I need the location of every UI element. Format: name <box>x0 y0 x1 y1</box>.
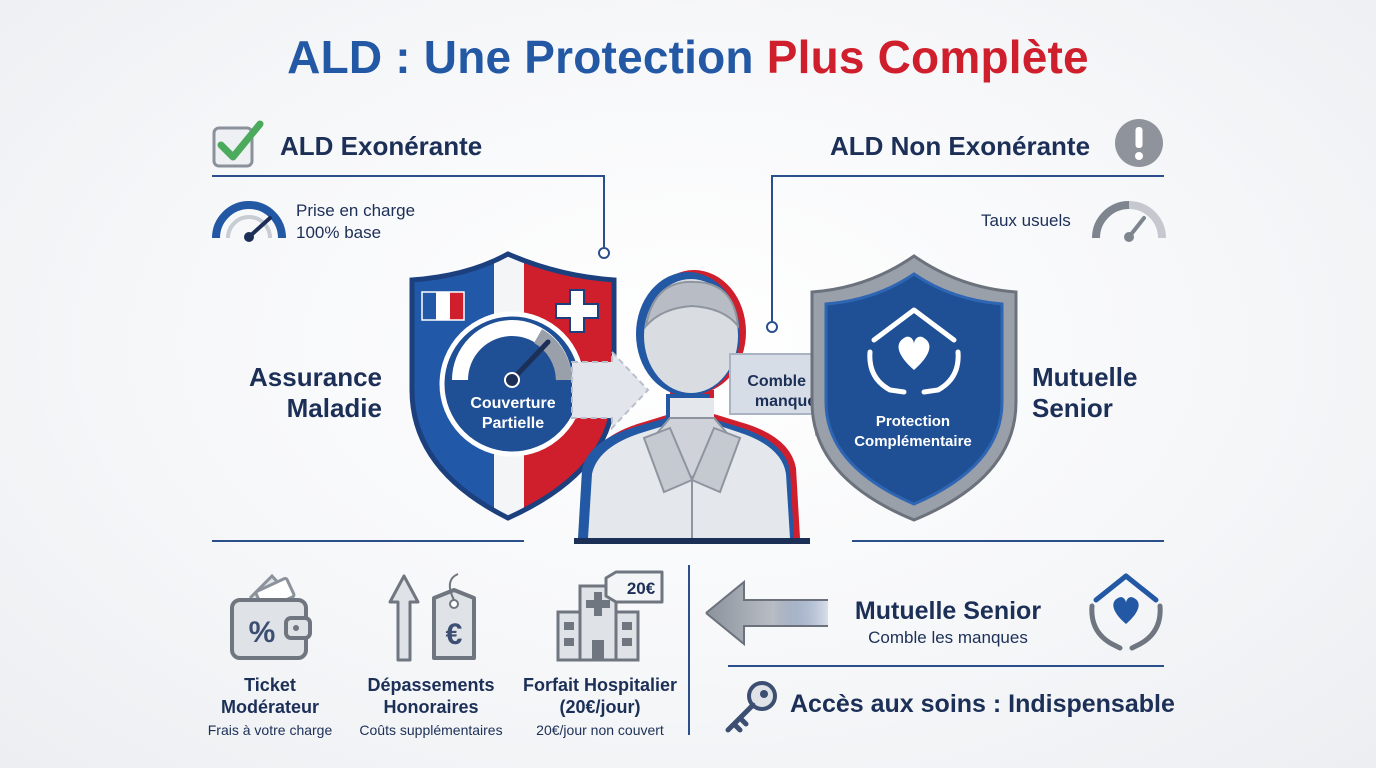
right-connector <box>766 175 778 333</box>
left-connector <box>598 175 610 259</box>
cost-3-sub: 20€/jour non couvert <box>536 722 664 738</box>
hands-heart-icon <box>1089 573 1163 651</box>
cost-1-sub: Frais à votre charge <box>207 722 333 738</box>
price-tag-euro-icon: € <box>388 573 476 662</box>
title-part-red: Plus Complète <box>766 31 1089 83</box>
mutuelle-senior-line2: Senior <box>1032 393 1113 423</box>
left-arrow-icon <box>705 579 828 647</box>
cost-2-title-2: Honoraires <box>383 697 479 717</box>
assurance-maladie-label: Assurance Maladie <box>230 362 382 424</box>
page-title: ALD : Une Protection Plus Complète <box>0 30 1376 84</box>
protection-line2: Complémentaire <box>854 433 972 450</box>
couverture-line2: Partielle <box>481 415 545 432</box>
ald-non-exonerante-heading: ALD Non Exonérante <box>830 131 1091 161</box>
couverture-partielle-label: Couverture Partielle <box>450 394 576 434</box>
person-illustration <box>574 270 810 544</box>
left-gauge-line2: 100% base <box>296 223 382 242</box>
title-part-blue: ALD : Une Protection <box>287 31 754 83</box>
mutuelle-senior-label: Mutuelle Senior <box>1032 362 1137 424</box>
left-header-rule <box>212 175 604 177</box>
hospital-price-tag: 20€ <box>626 579 656 598</box>
cost-3-title-2: (20€/jour) <box>559 697 641 717</box>
cost-1-title-1: Ticket <box>244 675 296 695</box>
assurance-maladie-line1: Assurance <box>249 362 382 392</box>
cost-depassements-honoraires: Dépassements Honoraires Coûts supplément… <box>340 674 522 738</box>
cost-ticket-moderateur: Ticket Modérateur Frais à votre charge <box>180 674 360 738</box>
bottom-right-rule <box>728 665 1164 667</box>
cost-2-title-1: Dépassements <box>367 675 495 695</box>
right-gauge-icon <box>1092 201 1166 242</box>
mutuelle-senior-shield <box>810 254 1018 522</box>
middle-rule-right <box>852 540 1164 542</box>
mutuelle-senior-line1: Mutuelle <box>1032 362 1138 392</box>
exclamation-icon <box>1115 119 1163 167</box>
svg-text:€: € <box>446 618 463 651</box>
cost-3-title-1: Forfait Hospitalier <box>522 675 678 695</box>
cost-2-sub: Coûts supplémentaires <box>359 722 503 738</box>
comble-line2: manques <box>754 393 826 410</box>
right-gauge-text: Taux usuels <box>981 211 1071 230</box>
wallet-percent-icon: % <box>230 573 312 660</box>
vertical-divider <box>688 565 690 735</box>
cost-forfait-hospitalier: Forfait Hospitalier (20€/jour) 20€/jour … <box>512 674 688 738</box>
cost-1-title-2: Modérateur <box>220 697 319 717</box>
acces-aux-soins: Accès aux soins : Indispensable <box>790 690 1175 718</box>
dashed-arrow-left <box>571 349 650 431</box>
mutuelle-senior-box: Mutuelle Senior Comble les manques <box>844 596 1052 648</box>
mutuelle-box-sub: Comble les manques <box>868 628 1028 647</box>
assurance-maladie-line2: Maladie <box>286 393 382 423</box>
left-gauge-line1: Prise en charge <box>296 201 416 220</box>
protection-complementaire-label: Protection Complémentaire <box>838 412 988 452</box>
check-icon <box>212 120 264 168</box>
left-gauge-icon <box>212 201 286 242</box>
protection-line1: Protection <box>875 413 951 430</box>
key-icon <box>725 681 777 733</box>
right-header-rule <box>772 175 1164 177</box>
mutuelle-box-title: Mutuelle Senior <box>854 597 1042 625</box>
middle-rule-left <box>212 540 524 542</box>
ald-exonerante-heading: ALD Exonérante <box>280 131 483 161</box>
hospital-icon <box>556 570 664 662</box>
couverture-line1: Couverture <box>470 395 556 412</box>
left-gauge-text: Prise en charge 100% base <box>296 200 415 244</box>
svg-text:%: % <box>249 616 276 649</box>
